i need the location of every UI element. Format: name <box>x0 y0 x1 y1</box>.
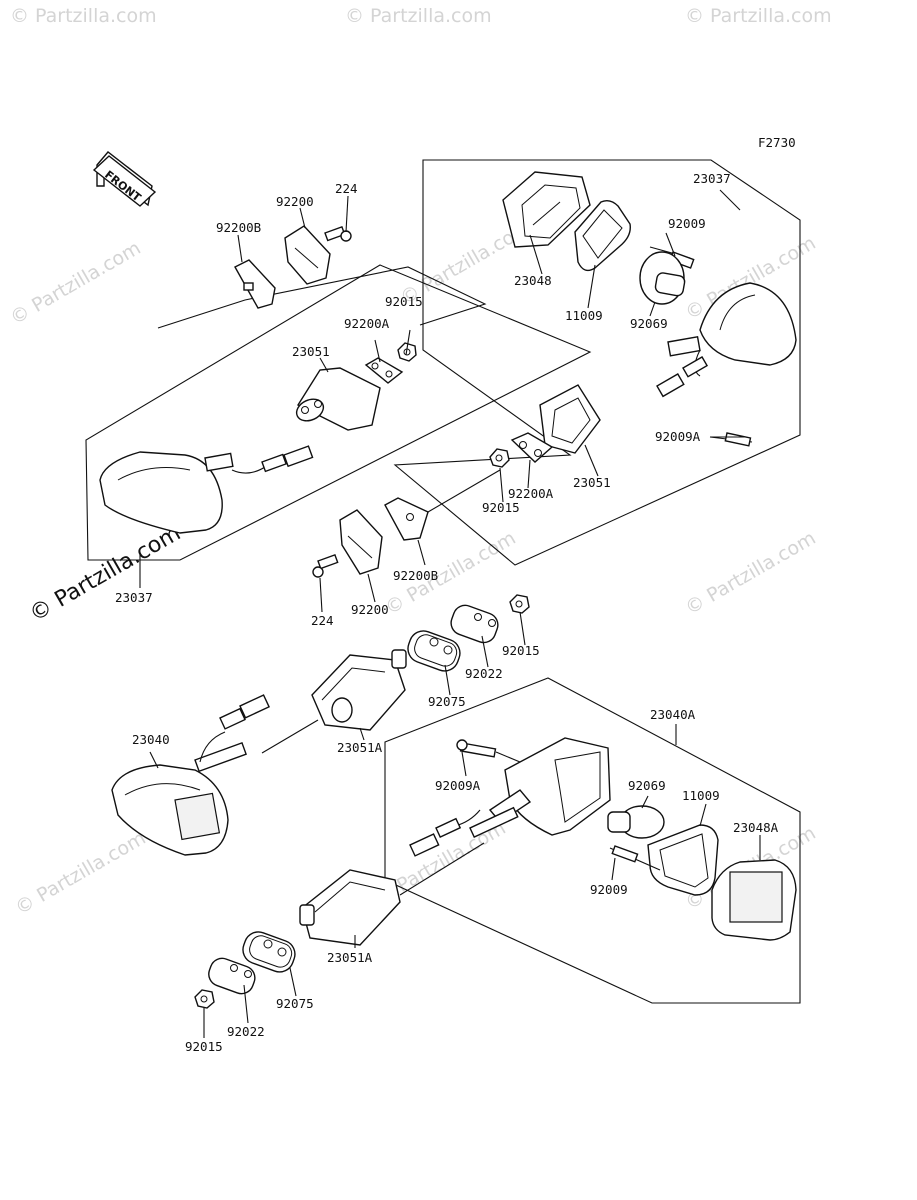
bracket-92200-mid <box>339 509 383 575</box>
bracket-92200B-top <box>234 259 276 309</box>
label-23037-left: 23037 <box>115 590 153 605</box>
plate-92200A-upper <box>364 357 404 384</box>
housing-23037-top <box>656 282 797 398</box>
label-23040A: 23040A <box>650 707 696 722</box>
label-11009-top: 11009 <box>565 308 603 323</box>
washer-92022-upper <box>450 604 499 644</box>
group-outline-23040A <box>384 677 801 1004</box>
label-92015-right: 92015 <box>482 500 520 515</box>
grommet-92075-upper <box>407 630 461 672</box>
gasket-11009-bottom <box>647 824 719 896</box>
grommet-92075-lower <box>242 931 296 973</box>
label-92200A-upper: 92200A <box>344 316 390 331</box>
housing-23040A <box>409 737 611 857</box>
label-23037-top: 23037 <box>693 171 731 186</box>
watermark: © Partzilla.com <box>682 527 820 619</box>
front-arrow-icon: FRONT <box>92 151 157 207</box>
label-92200B-top: 92200B <box>216 220 261 235</box>
gasket-11009-top <box>574 199 631 272</box>
label-23048: 23048 <box>514 273 552 288</box>
label-23048A: 23048A <box>733 820 779 835</box>
leader <box>157 266 487 329</box>
label-92075-lower: 92075 <box>276 996 314 1011</box>
watermark: © Partzilla.com <box>12 827 150 919</box>
group-outline-23037-top <box>393 159 801 566</box>
watermark: © Partzilla.com <box>345 5 492 27</box>
lens-23048 <box>502 171 591 248</box>
screw-224-mid <box>312 553 339 578</box>
socket-23051-right <box>539 384 601 454</box>
label-23051A-upper: 23051A <box>337 740 383 755</box>
label-224-top: 224 <box>335 181 358 196</box>
leader <box>399 842 485 896</box>
watermark-main: © Partzilla.com <box>26 521 186 628</box>
watermark: © Partzilla.com <box>685 5 832 27</box>
screw-224-top <box>324 225 352 242</box>
label-92015-upper: 92015 <box>385 294 423 309</box>
bracket-92200B-mid <box>384 497 429 541</box>
watermark: © Partzilla.com <box>7 237 145 329</box>
label-92009A-bottom: 92009A <box>435 778 481 793</box>
label-92069-top: 92069 <box>630 316 668 331</box>
label-224-mid: 224 <box>311 613 334 628</box>
washer-92022-lower <box>208 957 256 995</box>
bulb-92069-top <box>639 251 686 305</box>
label-92009-top: 92009 <box>668 216 706 231</box>
label-92200A-right: 92200A <box>508 486 554 501</box>
watermark: © Partzilla.com <box>10 5 157 27</box>
nut-92015-bottom <box>194 989 215 1009</box>
part-labels: 23037 23048 11009 92009 92069 92009A 230… <box>115 171 779 1054</box>
screw-92009-bottom <box>609 845 661 871</box>
screw-92009A-top <box>709 432 753 447</box>
label-23051-upper: 23051 <box>292 344 330 359</box>
group-outline-23037-left <box>85 264 592 561</box>
leader <box>427 469 501 513</box>
plate-92200A-right <box>510 432 554 463</box>
label-23051A-lower: 23051A <box>327 950 373 965</box>
bulb-92069-bottom <box>607 805 665 839</box>
figure-code: F2730 <box>758 135 796 150</box>
label-23051-right: 23051 <box>573 475 611 490</box>
leader-lines <box>139 189 761 1038</box>
label-23040: 23040 <box>132 732 170 747</box>
lens-23048A <box>711 859 797 941</box>
label-92075-upper: 92075 <box>428 694 466 709</box>
socket-23051-upper <box>295 367 381 431</box>
label-92069-bottom: 92069 <box>628 778 666 793</box>
label-92200-mid: 92200 <box>351 602 389 617</box>
label-92009A-top: 92009A <box>655 429 701 444</box>
label-92015-mid: 92015 <box>502 643 540 658</box>
label-11009-bottom: 11009 <box>682 788 720 803</box>
label-92200B-mid: 92200B <box>393 568 438 583</box>
socket-23051A-lower <box>299 869 401 946</box>
nut-92015-mid <box>509 594 530 614</box>
housing-23037-left <box>99 445 314 534</box>
housing-23040 <box>111 694 270 856</box>
label-92200-top: 92200 <box>276 194 314 209</box>
screw-92009A-bottom <box>456 739 521 763</box>
nut-92015-right <box>489 448 510 468</box>
label-92022-upper: 92022 <box>465 666 503 681</box>
label-92009-bottom: 92009 <box>590 882 628 897</box>
label-92015-bottom: 92015 <box>185 1039 223 1054</box>
label-92022-lower: 92022 <box>227 1024 265 1039</box>
bracket-92200-top <box>284 225 331 285</box>
socket-23051A-upper <box>311 649 407 731</box>
leader <box>261 719 319 754</box>
